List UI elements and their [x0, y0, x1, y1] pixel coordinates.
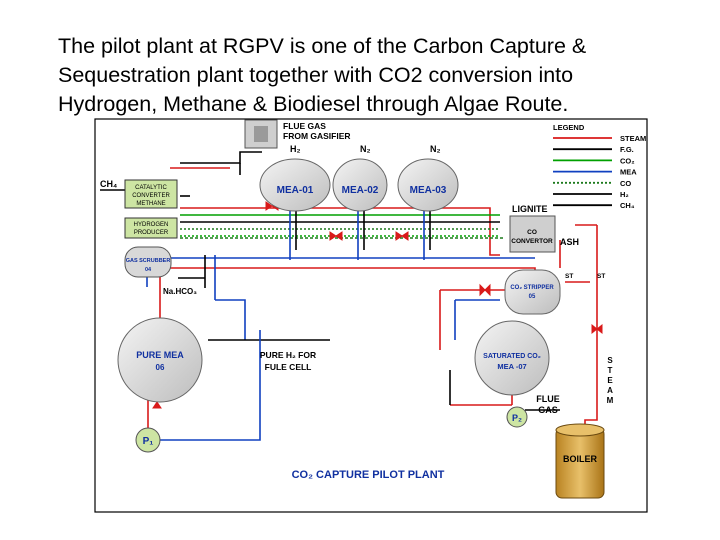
h2-label: H₂ — [290, 144, 301, 154]
mea-vessels: MEA-01 MEA-02 MEA-03 — [259, 158, 459, 212]
co-converter-label: CO — [527, 229, 537, 236]
co-converter: LIGNITE CO CONVERTOR ASH ST ST — [509, 204, 605, 280]
catalytic-label: CONVERTER — [132, 193, 170, 199]
flue-gas-label: FLUE GAS — [283, 121, 326, 131]
legend-label: F.G. — [620, 145, 634, 154]
diagram-heading: CO₂ CAPTURE PILOT PLANT — [292, 469, 445, 481]
hydrogen-label: PRODUCER — [134, 230, 169, 236]
ash-label: ASH — [560, 237, 579, 247]
co2-stripper: CO₂ STRIPPER 05 — [504, 269, 561, 315]
pure-mea-vessel: PURE MEA 06 — [117, 317, 203, 403]
valve-icon — [329, 231, 343, 241]
legend: LEGEND STEAM F.G. CO₂ MEA CO H₂ CH₄ — [553, 123, 646, 210]
st-label: ST — [565, 273, 573, 280]
pump-p2 — [506, 406, 528, 428]
mea-02-vessel — [332, 158, 388, 212]
n2-label: N₂ — [430, 144, 441, 154]
legend-label: STEAM — [620, 134, 646, 143]
nahco3-label: Na.HCO₃ — [163, 287, 197, 296]
pump-p1-label: P₁ — [143, 436, 154, 447]
scrubber-label: GAS SCRUBBER — [126, 258, 171, 264]
flue-gas-source-label: FROM GASIFIER — [283, 131, 351, 141]
title-line: The pilot plant at RGPV is one of the Ca… — [58, 34, 587, 58]
flue-gas-side-label: FLUE — [536, 394, 560, 404]
slide-title: The pilot plant at RGPV is one of the Ca… — [58, 32, 708, 119]
title-line: Sequestration plant together with CO2 co… — [58, 63, 574, 87]
legend-label: H₂ — [620, 190, 629, 199]
gas-spheres: H₂ N₂ N₂ — [290, 144, 441, 154]
pump-p1 — [135, 427, 161, 453]
catalytic-label: METHANE — [136, 201, 165, 207]
valve-icon — [591, 323, 603, 335]
title-line: Hydrogen, Methane & Biodiesel through Al… — [58, 92, 569, 116]
piping — [100, 151, 598, 441]
pumps: P₁ P₂ — [135, 406, 528, 453]
flue-gas-side-label: GAS — [538, 405, 558, 415]
pump-p2-label: P₂ — [512, 413, 522, 423]
steam-letter: S — [607, 356, 613, 365]
pure-mea-label: PURE MEA — [136, 350, 184, 360]
co-converter-label: CONVERTOR — [511, 238, 553, 245]
steam-vertical-label: S T E A M — [607, 356, 614, 405]
lignite-label: LIGNITE — [512, 204, 548, 214]
n2-label: N₂ — [360, 144, 371, 154]
boiler: BOILER — [555, 423, 605, 499]
flue-gas-source: FLUE GAS FROM GASIFIER — [244, 119, 351, 149]
gas-scrubber: GAS SCRUBBER 04 Na.HCO₃ — [124, 246, 197, 296]
mea-01-label: MEA-01 — [277, 185, 314, 196]
saturated-co2-vessel: SATURATED CO₂ MEA -07 — [474, 320, 550, 396]
stripper-label: CO₂ STRIPPER — [510, 285, 554, 291]
mea-03-vessel — [397, 158, 459, 212]
legend-title: LEGEND — [553, 123, 585, 132]
mea-01-vessel — [259, 158, 331, 212]
boiler-label: BOILER — [563, 454, 598, 464]
legend-label: CO₂ — [620, 156, 635, 165]
valve-icon — [395, 231, 409, 241]
pure-h2-label: FULE CELL — [265, 362, 312, 372]
steam-letter: E — [607, 376, 613, 385]
hydrogen-producer — [124, 217, 178, 239]
legend-label: CH₄ — [620, 201, 635, 210]
st-label: ST — [597, 273, 605, 280]
pure-mea-label: 06 — [156, 363, 165, 372]
valve-icon — [479, 283, 491, 297]
catalytic-label: CATALYTIC — [135, 185, 167, 191]
steam-letter: M — [607, 396, 614, 405]
steam-letter: A — [607, 386, 613, 395]
mea-02-label: MEA-02 — [342, 185, 379, 196]
stripper-label: 05 — [529, 294, 536, 300]
ch4-label: CH₄ — [100, 179, 117, 189]
legend-label: MEA — [620, 168, 637, 177]
legend-label: CO — [620, 179, 631, 188]
pure-h2-label: PURE H₂ FOR — [260, 350, 316, 360]
process-units: CH₄ CATALYTIC CONVERTER METHANE HYDROGEN… — [100, 179, 178, 239]
steam-letter: T — [608, 366, 613, 375]
catalytic-converter — [124, 179, 178, 209]
saturated-co2-label: SATURATED CO₂ — [483, 353, 541, 360]
mea-03-label: MEA-03 — [410, 185, 447, 196]
saturated-co2-label: MEA -07 — [497, 362, 526, 371]
hydrogen-label: HYDROGEN — [134, 222, 169, 228]
scrubber-label: 04 — [145, 267, 152, 273]
